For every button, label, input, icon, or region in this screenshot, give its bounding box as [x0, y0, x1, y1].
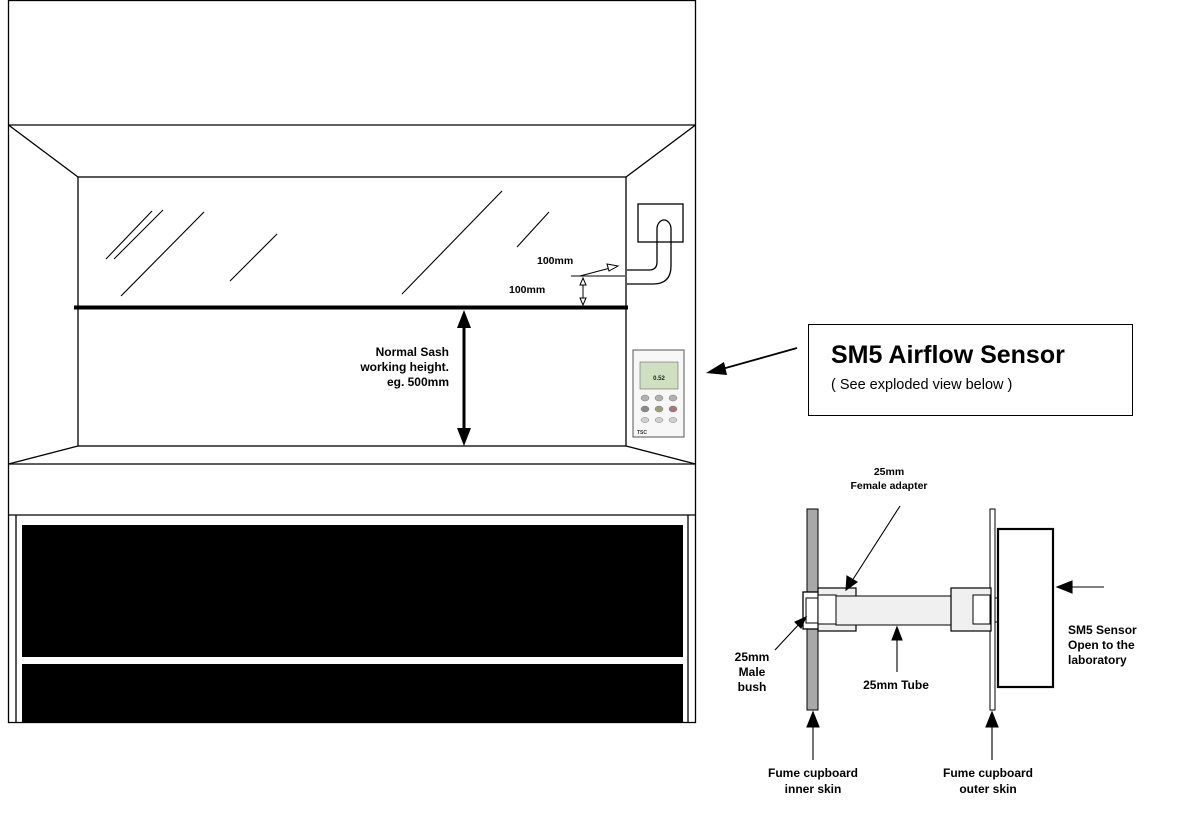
female-adapter-lip	[817, 594, 837, 625]
sensor-arrowhead-icon	[1055, 580, 1073, 594]
cabinet-outline	[7, 0, 697, 724]
inner-skin-label-line1: Fume cupboard	[768, 766, 858, 780]
display-brand-logo: TSC	[637, 430, 647, 436]
female-adapter-arrowhead-icon	[845, 575, 858, 592]
arrow-down-icon	[457, 428, 471, 446]
arrow-up-icon	[457, 310, 471, 328]
dim-label-top: 100mm	[537, 255, 573, 267]
hood-bevel-right	[625, 124, 696, 178]
airflow-pipe	[627, 203, 684, 285]
sm5-sensor-box	[996, 527, 1055, 689]
pipe-inner-run	[627, 240, 658, 271]
sm5-callout-box: SM5 Airflow Sensor ( See exploded view b…	[808, 324, 1133, 416]
keypad-button	[654, 417, 664, 423]
outer-skin-arrowhead-icon	[985, 710, 999, 728]
male-bush-pointer	[774, 621, 802, 651]
callout-title: SM5 Airflow Sensor	[831, 341, 1065, 369]
glass-reflection	[516, 211, 550, 248]
glass-reflection	[105, 210, 153, 260]
female-adapter-pointer	[849, 505, 901, 585]
inner-skin-arrowhead-icon	[806, 710, 820, 728]
glass-reflection	[229, 233, 278, 282]
working-chamber	[77, 176, 627, 447]
fume-cupboard-cabinet	[7, 0, 697, 724]
outer-adapter-lip	[972, 594, 991, 625]
male-bush-label-line3: bush	[738, 680, 767, 694]
display-screen	[639, 361, 679, 390]
glass-reflection	[120, 211, 205, 297]
keypad-button	[654, 394, 664, 402]
callout-arrowhead-icon	[706, 362, 727, 375]
dim-arrowhead-icon	[606, 263, 620, 272]
base-cupboard-upper-panel	[22, 525, 683, 657]
outer-skin-label-line1: Fume cupboard	[943, 766, 1033, 780]
sash-label-line3: eg. 500mm	[387, 375, 449, 389]
worktop-bevel-left	[8, 445, 79, 465]
keypad-button	[668, 417, 678, 423]
sash-label-line1: Normal Sash	[376, 345, 449, 359]
exploded-view	[802, 508, 1055, 711]
dim-label-side: 100mm	[509, 284, 545, 296]
male-bush-label-line2: Male	[739, 665, 766, 679]
female-adapter-label-line2: Female adapter	[850, 480, 927, 492]
callout-subtitle: ( See exploded view below )	[831, 377, 1013, 393]
hood-bevel-left	[8, 124, 79, 178]
pipe-loop	[627, 219, 672, 285]
inner-skin-label-line2: inner skin	[785, 782, 842, 796]
display-keypad	[640, 394, 678, 423]
sash-glass-reflections	[105, 190, 550, 297]
sm5-display-unit: 0.52 TSC	[632, 349, 685, 438]
display-reading: 0.52	[653, 376, 665, 382]
exploded-pointers	[774, 505, 1104, 760]
female-adapter-label-line1: 25mm	[874, 466, 904, 478]
outer-skin-label-line2: outer skin	[959, 782, 1016, 796]
pipe-mount-plate	[637, 203, 684, 243]
sensor-label-line2: Open to the	[1068, 638, 1135, 652]
tube-arrowhead-icon	[891, 625, 903, 641]
keypad-button	[640, 417, 650, 423]
keypad-button	[668, 394, 678, 402]
keypad-button	[640, 405, 650, 413]
worktop-bevel-right	[625, 445, 696, 465]
sensor-label-line3: laboratory	[1068, 653, 1127, 667]
sash-height-arrow	[457, 310, 471, 446]
dim-arrowhead-down-icon	[579, 297, 587, 307]
male-bush-label-line1: 25mm	[735, 650, 770, 664]
callout-pointer	[706, 347, 798, 375]
keypad-button	[668, 405, 678, 413]
dimension-100mm-arrows	[571, 263, 625, 307]
base-cupboard-lower-panel	[22, 664, 683, 722]
glass-reflection	[113, 209, 164, 260]
keypad-button	[640, 394, 650, 402]
sash-label-line2: working height.	[359, 360, 449, 374]
dim-arrowhead-up-icon	[579, 276, 587, 286]
glass-reflection	[401, 190, 503, 295]
male-bush-arrowhead-icon	[794, 615, 808, 629]
tube-label: 25mm Tube	[863, 678, 929, 692]
callout-pointer-line	[721, 347, 798, 370]
keypad-button	[654, 405, 664, 413]
sensor-label-line1: SM5 Sensor	[1068, 623, 1137, 637]
